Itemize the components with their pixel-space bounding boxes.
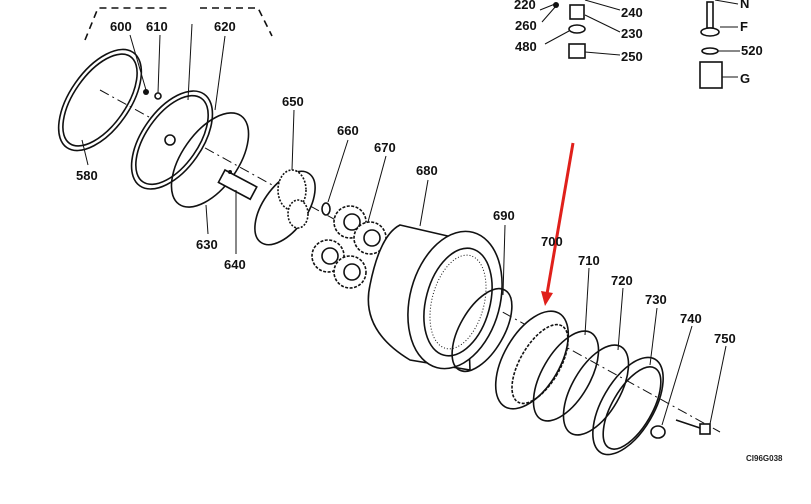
part-620-cover — [130, 89, 214, 190]
label-660: 660 — [337, 123, 359, 138]
label-230: 230 — [621, 26, 643, 41]
label-720: 720 — [611, 273, 633, 288]
label-580: 580 — [76, 168, 98, 183]
label-670: 670 — [374, 140, 396, 155]
label-240: 240 — [621, 5, 643, 20]
parts-230-260 — [553, 2, 586, 59]
part-670-planet-gears — [311, 205, 387, 289]
part-700-bearing — [494, 310, 570, 410]
label-680: 680 — [416, 163, 438, 178]
label-740: 740 — [680, 311, 702, 326]
label-260: 260 — [515, 18, 537, 33]
part-640-shaft — [217, 168, 258, 201]
part-650-gear — [254, 169, 316, 246]
label-480: 480 — [515, 39, 537, 54]
part-730-seal — [592, 356, 664, 456]
label-650: 650 — [282, 94, 304, 109]
label-730: 730 — [645, 292, 667, 307]
part-740-plug — [650, 425, 666, 439]
parts-F-G — [699, 1, 723, 89]
label-N: N — [740, 0, 749, 11]
label-700: 700 — [541, 234, 563, 249]
label-640: 640 — [224, 257, 246, 272]
label-220: 220 — [514, 0, 536, 12]
part-580-ring — [57, 48, 143, 152]
part-labels: 600 610 620 580 650 660 670 680 630 640 … — [76, 0, 783, 463]
label-750: 750 — [714, 331, 736, 346]
label-250: 250 — [621, 49, 643, 64]
label-630: 630 — [196, 237, 218, 252]
label-710: 710 — [578, 253, 600, 268]
red-annotation-arrow — [541, 142, 575, 306]
label-610: 610 — [146, 19, 168, 34]
part-720-ring — [562, 344, 630, 436]
label-520: 520 — [741, 43, 763, 58]
part-660-ring — [321, 202, 331, 216]
label-600: 600 — [110, 19, 132, 34]
label-690: 690 — [493, 208, 515, 223]
drawing-code: CI96G038 — [746, 454, 783, 463]
group-bracket — [84, 7, 273, 41]
label-G: G — [740, 71, 750, 86]
part-710-ring — [532, 330, 600, 422]
part-750-bolt — [675, 419, 711, 435]
part-680-housing — [367, 224, 503, 371]
part-690-snap-ring — [451, 287, 513, 373]
leader-lines — [81, 0, 740, 426]
label-F: F — [740, 19, 748, 34]
label-620: 620 — [214, 19, 236, 34]
